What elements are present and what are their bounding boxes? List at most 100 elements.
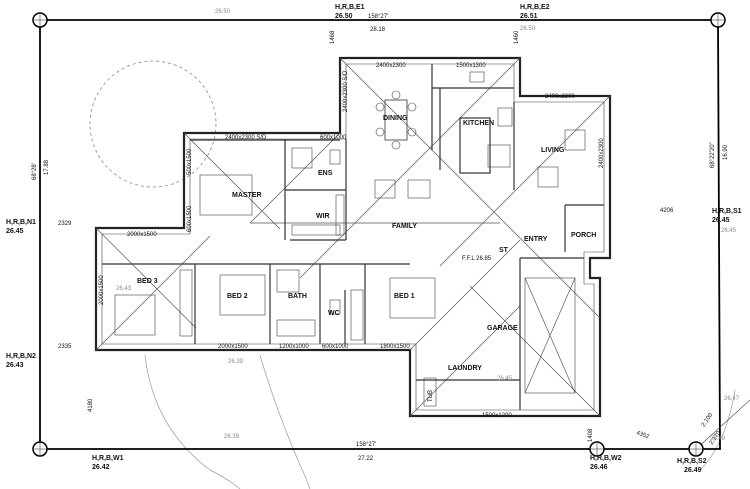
room-label-st: ST bbox=[499, 247, 509, 254]
length-left: 17.88 bbox=[44, 159, 50, 175]
bearing-left: 68°28' bbox=[32, 163, 38, 180]
sofa bbox=[537, 166, 559, 188]
spot-level: 26.39 bbox=[228, 359, 244, 365]
sink bbox=[469, 71, 485, 83]
room-label-family: FAMILY bbox=[392, 223, 417, 230]
bed-1-bed bbox=[389, 277, 436, 319]
spot-level: 26.47 bbox=[724, 396, 740, 402]
dim-1460: 1460 bbox=[514, 30, 520, 44]
interior-walls bbox=[102, 64, 604, 410]
robe bbox=[179, 269, 193, 337]
corner-label: H,R,B,N2 bbox=[6, 353, 36, 360]
room-label-living: LIVING bbox=[541, 147, 565, 154]
boundary-line bbox=[40, 19, 721, 450]
room-label-bed1: BED 1 bbox=[394, 293, 415, 300]
spot-level: 26.39 bbox=[224, 434, 240, 440]
bath-tub bbox=[276, 319, 316, 337]
length-bottom: 27.22 bbox=[358, 456, 374, 462]
spot-level: 26.45 bbox=[497, 376, 513, 382]
corner-value: 26.51 bbox=[520, 13, 538, 20]
room-label-kitchen: KITCHEN bbox=[463, 120, 494, 127]
toilet bbox=[329, 149, 341, 165]
wir-robe bbox=[291, 224, 341, 236]
room-label-wc: WC bbox=[328, 310, 340, 317]
laundry-tub bbox=[423, 377, 437, 407]
sofa bbox=[564, 129, 586, 151]
room-label-garage: GARAGE bbox=[487, 325, 518, 332]
corner-label: H,R,B,E2 bbox=[520, 4, 550, 11]
dim-living-window: 2400x2300 bbox=[545, 94, 575, 100]
corner-value: 26.50 bbox=[335, 13, 353, 20]
bearing-top: 158°27' bbox=[368, 14, 388, 20]
family-chair bbox=[407, 179, 431, 199]
dim-bed3-window-left: 2000x1500 bbox=[99, 275, 105, 305]
dim-2329: 2329 bbox=[58, 221, 72, 227]
dim-ens-window: 600x1000 bbox=[320, 135, 347, 141]
room-label-bed2: BED 2 bbox=[227, 293, 248, 300]
length-top: 28.18 bbox=[370, 27, 386, 33]
robe bbox=[350, 289, 364, 341]
wc-toilet bbox=[329, 299, 341, 315]
corner-label: H,R,B,S1 bbox=[712, 208, 742, 215]
master-bed bbox=[199, 174, 253, 216]
survey-labels: 26.50 H,R,B,E1 26.50 158°27' 28.18 H,R,B… bbox=[6, 4, 742, 474]
dim-bed1-window: 1800x1500 bbox=[380, 344, 410, 350]
dim-wc-window: 600x1000 bbox=[322, 344, 349, 350]
dimension-labels: 1468 1460 2400x2300 1500x1300 2400x2300 … bbox=[58, 30, 723, 446]
dim-600x1500: 600x1500 bbox=[187, 205, 193, 232]
spot-level: 26.50 bbox=[215, 9, 231, 15]
dim-master-sd: 2400x2300 S/D bbox=[225, 135, 267, 141]
dim-sd-vertical: 2400x2300 S/D bbox=[343, 70, 349, 112]
wir-robe bbox=[335, 194, 345, 236]
spot-level: 26.43 bbox=[116, 286, 132, 292]
roof-lines bbox=[95, 57, 611, 417]
tree-circle bbox=[89, 60, 217, 188]
dim-dining-window: 2400x2300 bbox=[376, 63, 406, 69]
dim-bed2-window: 2000x1500 bbox=[218, 344, 248, 350]
room-label-bed3: BED 3 bbox=[137, 278, 158, 285]
garage-car-outline bbox=[524, 277, 576, 394]
room-label-tub: TUB bbox=[428, 390, 434, 402]
corner-value: 26.49 bbox=[684, 467, 702, 474]
stove bbox=[497, 107, 513, 127]
ffl-label: F.F.L 26.85 bbox=[462, 256, 492, 262]
corner-label: H,R,B,S2 bbox=[677, 458, 707, 465]
dim-4206: 4206 bbox=[660, 208, 674, 214]
room-label-dining: DINING bbox=[383, 115, 408, 122]
shower bbox=[291, 147, 313, 169]
dim-bed3-window-top: 2000x1500 bbox=[127, 232, 157, 238]
dim-1468: 1468 bbox=[330, 30, 336, 44]
contour-line bbox=[699, 389, 736, 471]
corner-label: H,R,B,W1 bbox=[92, 455, 124, 462]
corner-value: 26.43 bbox=[6, 362, 24, 369]
dim-living-side-window: 2400x2300 bbox=[599, 138, 605, 168]
room-label-laundry: LAUNDRY bbox=[448, 365, 482, 372]
length-right: 16.90 bbox=[723, 144, 729, 160]
dim-4180: 4180 bbox=[88, 398, 94, 412]
contour-line bbox=[144, 354, 241, 489]
dim-2100: 2.100 bbox=[701, 412, 715, 428]
corner-value: 26.45 bbox=[6, 228, 24, 235]
corner-value: 26.45 bbox=[712, 217, 730, 224]
dim-laundry-window: 1500x1200 bbox=[482, 413, 512, 419]
room-label-master: MASTER bbox=[232, 192, 262, 199]
corner-value: 26.46 bbox=[590, 464, 608, 471]
dim-2335: 2335 bbox=[58, 344, 72, 350]
room-label-entry: ENTRY bbox=[524, 236, 548, 243]
bed-3-bed bbox=[114, 294, 156, 336]
site-features bbox=[89, 60, 736, 489]
bearing-right: 68°22'20" bbox=[710, 142, 716, 168]
dim-4352: 4352 bbox=[635, 430, 650, 440]
room-labels: DINING KITCHEN LIVING MASTER ENS WIR FAM… bbox=[137, 115, 596, 402]
dim-kitchen-window: 1500x1300 bbox=[456, 63, 486, 69]
bearing-bottom: 158°27' bbox=[356, 442, 376, 448]
room-label-ens: ENS bbox=[318, 170, 333, 177]
room-label-bath: BATH bbox=[288, 293, 307, 300]
corner-label: H,R,B,W2 bbox=[590, 455, 622, 462]
corner-label: H,R,B,E1 bbox=[335, 4, 365, 11]
spot-level: 26.50 bbox=[520, 26, 536, 32]
fixtures bbox=[114, 71, 586, 407]
bed-2-bed bbox=[219, 274, 266, 316]
family-chair bbox=[374, 179, 396, 199]
